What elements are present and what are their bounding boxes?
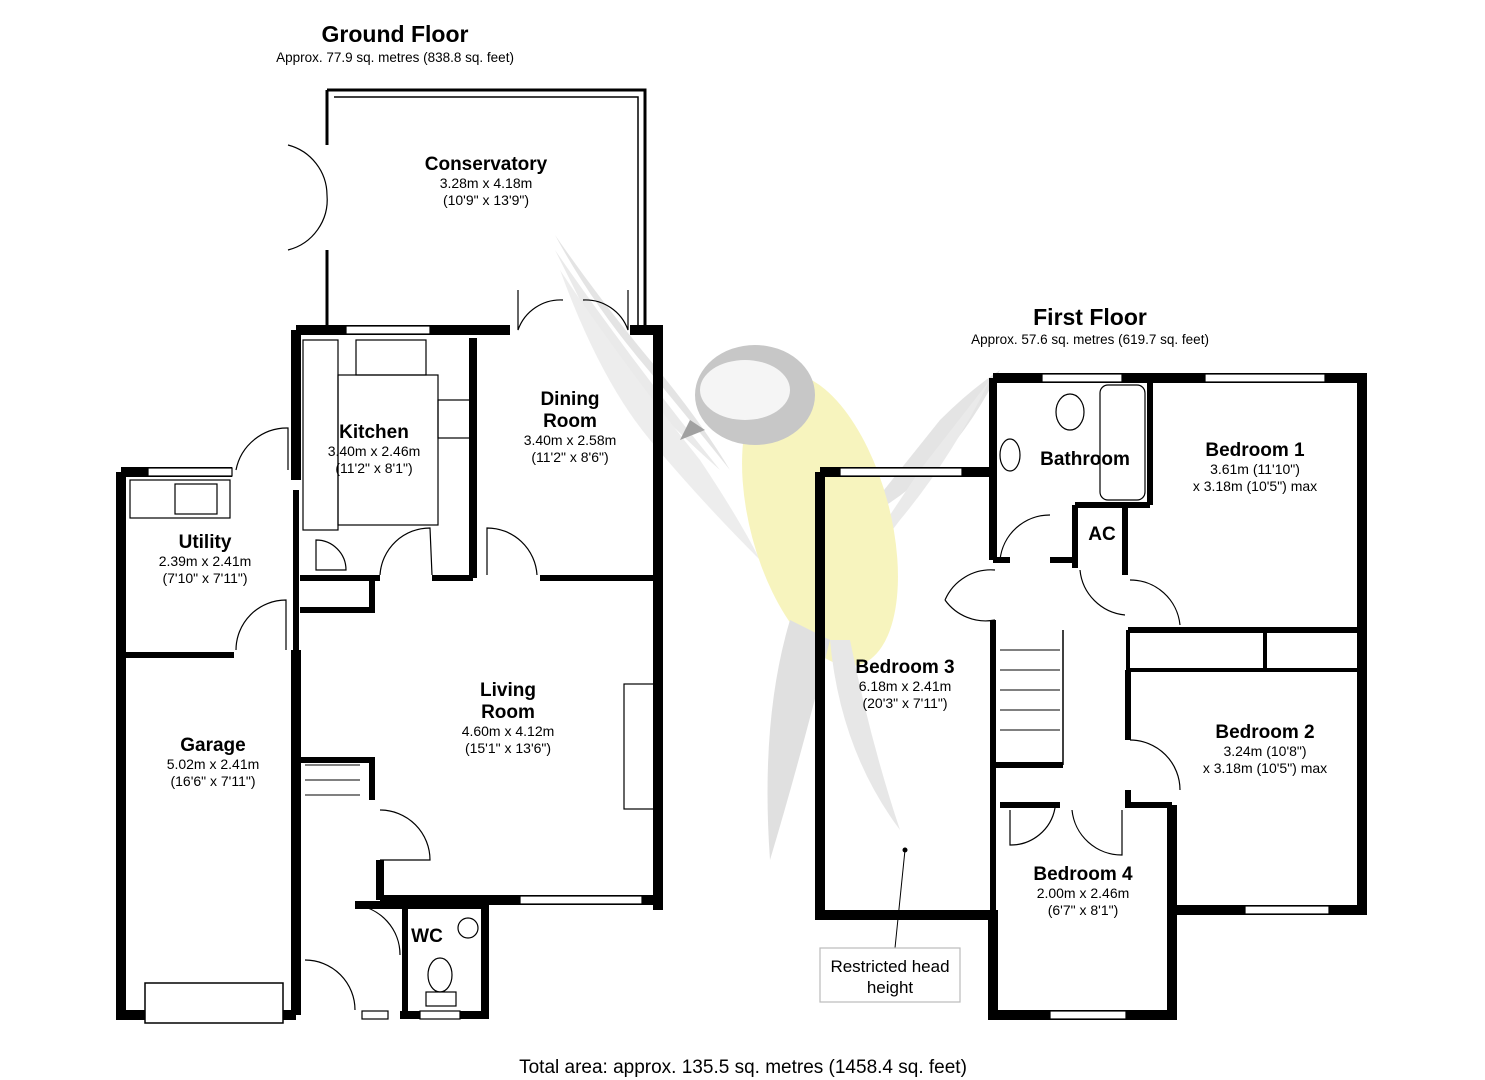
- dining-imperial: (11'2" x 8'6"): [531, 449, 608, 465]
- bedroom4-imperial: (6'7" x 8'1"): [1048, 902, 1119, 918]
- living-label-line1: Living: [480, 680, 536, 701]
- dining-label-line1: Dining: [540, 389, 599, 410]
- bedroom3-metric: 6.18m x 2.41m: [859, 678, 952, 694]
- dining-metric: 3.40m x 2.58m: [524, 432, 617, 448]
- utility-metric: 2.39m x 2.41m: [159, 553, 252, 569]
- garage-imperial: (16'6" x 7'11"): [170, 773, 255, 789]
- kitchen-metric: 3.40m x 2.46m: [328, 443, 421, 459]
- ground-floor-area: Approx. 77.9 sq. metres (838.8 sq. feet): [276, 50, 514, 65]
- first-floor-area: Approx. 57.6 sq. metres (619.7 sq. feet): [971, 332, 1209, 347]
- conservatory-imperial: (10'9" x 13'9"): [443, 192, 529, 208]
- restricted-height-note-line1: Restricted head: [830, 957, 949, 976]
- bedroom2-label: Bedroom 2: [1215, 722, 1314, 743]
- dining-label-line2: Room: [543, 411, 597, 432]
- bathroom-label: Bathroom: [1040, 449, 1130, 470]
- bedroom2-imperial: x 3.18m (10'5") max: [1203, 760, 1327, 776]
- total-area: Total area: approx. 135.5 sq. metres (14…: [519, 1057, 967, 1078]
- ac-label: AC: [1088, 524, 1116, 545]
- bedroom3-label: Bedroom 3: [855, 657, 954, 678]
- first-floor-walls: [815, 373, 1367, 1020]
- conservatory-label: Conservatory: [425, 154, 548, 175]
- garage-label: Garage: [180, 735, 245, 756]
- conservatory-metric: 3.28m x 4.18m: [440, 175, 533, 191]
- ground-floor-walls: [116, 88, 663, 1024]
- utility-imperial: (7'10" x 7'11"): [162, 570, 247, 586]
- bedroom4-label: Bedroom 4: [1033, 864, 1133, 885]
- living-metric: 4.60m x 4.12m: [462, 723, 555, 739]
- bedroom2-metric: 3.24m (10'8"): [1223, 743, 1306, 759]
- restricted-height-note-line2: height: [867, 978, 914, 997]
- bedroom1-imperial: x 3.18m (10'5") max: [1193, 478, 1317, 494]
- bedroom3-imperial: (20'3" x 7'11"): [862, 695, 947, 711]
- bird-watermark: [555, 235, 1000, 860]
- garage-metric: 5.02m x 2.41m: [167, 756, 260, 772]
- bedroom1-metric: 3.61m (11'10"): [1210, 461, 1300, 477]
- utility-label: Utility: [179, 532, 232, 553]
- kitchen-label: Kitchen: [339, 422, 409, 443]
- ground-floor-title: Ground Floor: [322, 21, 469, 47]
- living-label-line2: Room: [481, 702, 535, 723]
- bedroom4-metric: 2.00m x 2.46m: [1037, 885, 1130, 901]
- first-floor-title: First Floor: [1033, 304, 1147, 330]
- bedroom1-label: Bedroom 1: [1205, 440, 1305, 461]
- kitchen-imperial: (11'2" x 8'1"): [335, 460, 412, 476]
- wc-label: WC: [411, 926, 443, 947]
- living-imperial: (15'1" x 13'6"): [465, 740, 551, 756]
